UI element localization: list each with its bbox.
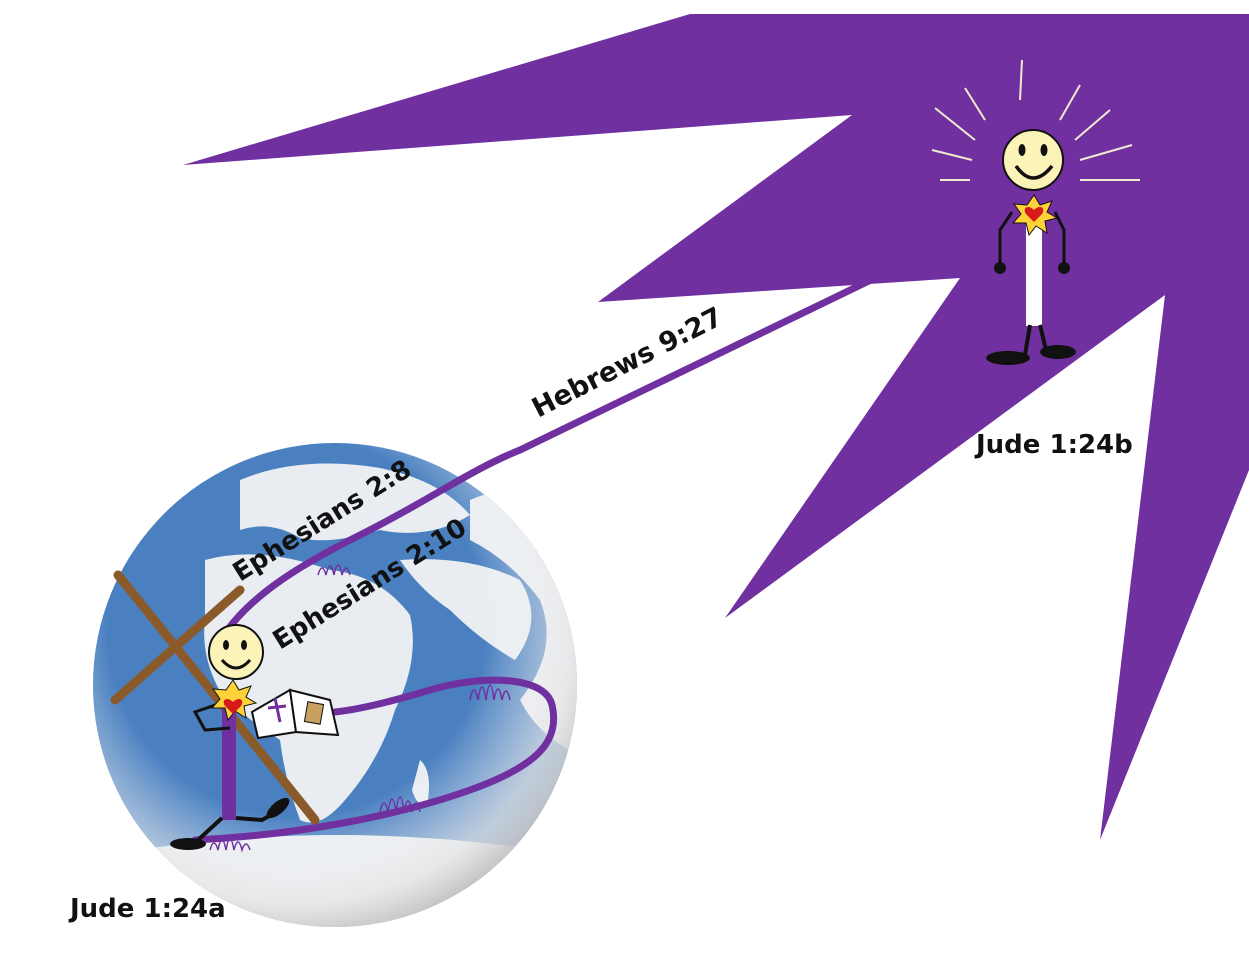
label-jude-b: Jude 1:24b [974, 430, 1133, 460]
heart-icon [1024, 207, 1044, 222]
wave-squiggles [209, 564, 511, 853]
earthly-stick-figure [170, 624, 340, 850]
heart-icon [223, 699, 243, 714]
starburst-rays [183, 14, 1249, 840]
life-path [191, 676, 558, 844]
face [1002, 129, 1064, 191]
bible-icon [250, 688, 340, 740]
heavenly-stick-figure [931, 59, 1140, 365]
glory-rays [931, 59, 1140, 181]
heaven-path [211, 211, 1009, 654]
face [208, 624, 264, 680]
cross-icon [110, 570, 320, 825]
label-jude-a: Jude 1:24a [68, 894, 226, 924]
